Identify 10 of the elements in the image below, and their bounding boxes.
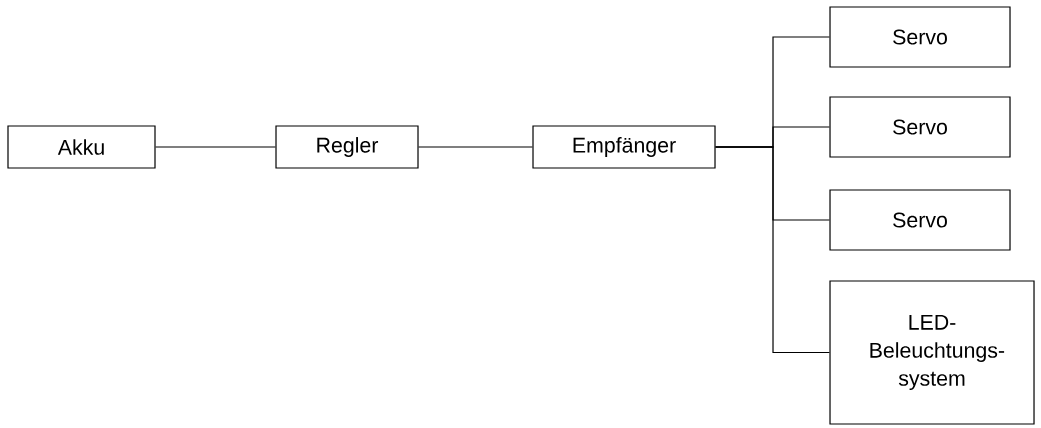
connector-line (155, 146, 276, 148)
process-box: Servo (829, 6, 1011, 68)
process-box: LED-Beleuchtungs-system (829, 280, 1035, 425)
process-box: Servo (829, 189, 1011, 251)
process-box: Regler (275, 125, 419, 169)
connector-line (715, 146, 830, 354)
process-box: Akku (7, 125, 156, 169)
process-box: Empfänger (532, 125, 716, 169)
connector-line (418, 146, 533, 148)
process-box: Servo (829, 96, 1011, 158)
